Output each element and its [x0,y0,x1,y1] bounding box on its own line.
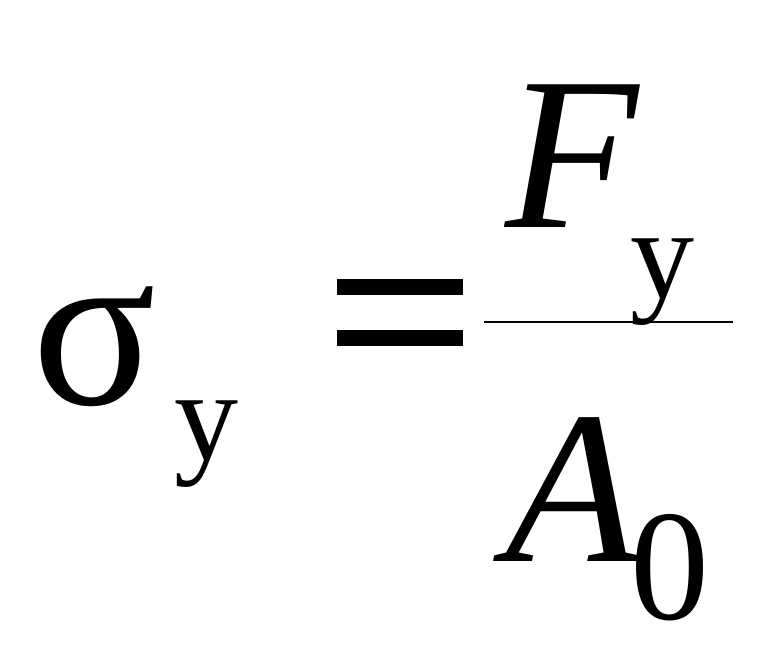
sigma-subscript: y [174,345,238,487]
denominator-subscript: 0 [630,479,709,654]
equals-bar-bottom [337,330,463,346]
equals-bar-top [337,279,463,295]
denominator-symbol: A [505,368,639,609]
fraction-bar [484,321,733,323]
numerator-symbol: F [505,34,639,275]
numerator-subscript: y [630,183,694,325]
sigma-symbol: σ [32,199,156,454]
